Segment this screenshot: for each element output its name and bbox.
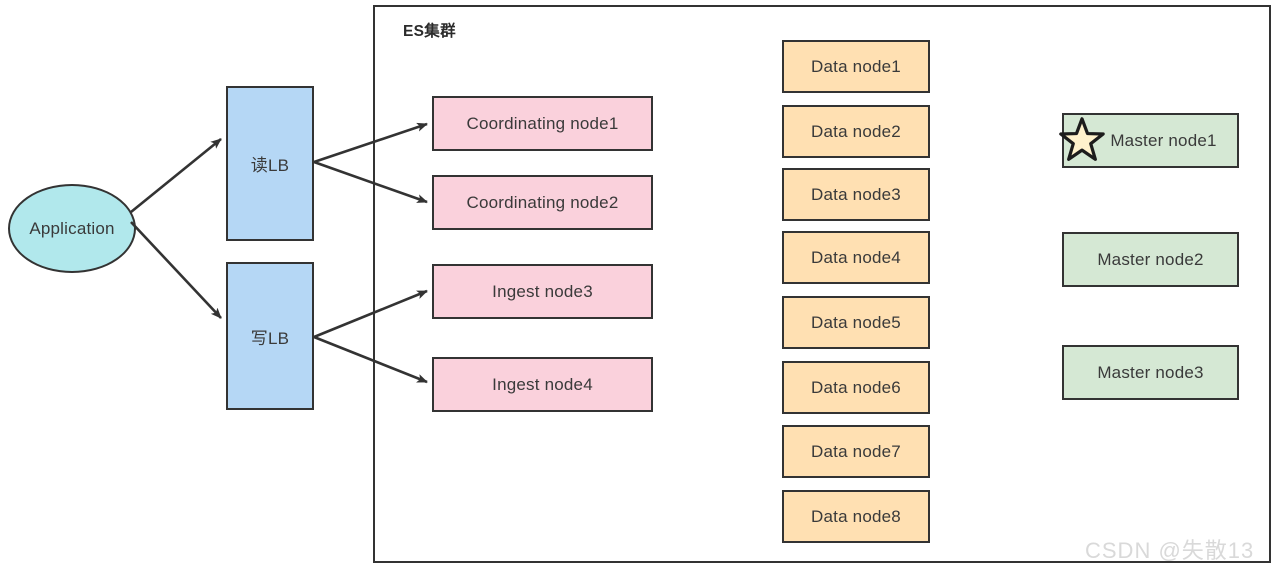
data-node-7-label: Data node7 bbox=[811, 441, 901, 461]
es-cluster-boundary bbox=[373, 5, 1271, 563]
data-node-4-label: Data node4 bbox=[811, 247, 901, 267]
data-node-5[interactable]: Data node5 bbox=[782, 296, 930, 349]
data-node-6-label: Data node6 bbox=[811, 377, 901, 397]
application-node[interactable]: Application bbox=[8, 184, 136, 273]
coordinating-node-2-label: Coordinating node2 bbox=[466, 192, 619, 212]
watermark: CSDN @失散13 bbox=[1085, 538, 1255, 563]
ingest-node-3[interactable]: Ingest node3 bbox=[432, 264, 653, 319]
coordinating-node-2[interactable]: Coordinating node2 bbox=[432, 175, 653, 230]
data-node-6[interactable]: Data node6 bbox=[782, 361, 930, 414]
data-node-4[interactable]: Data node4 bbox=[782, 231, 930, 284]
data-node-7[interactable]: Data node7 bbox=[782, 425, 930, 478]
data-node-1-label: Data node1 bbox=[811, 56, 901, 76]
master-node-2[interactable]: Master node2 bbox=[1062, 232, 1239, 287]
ingest-node-3-label: Ingest node3 bbox=[492, 281, 593, 301]
data-node-5-label: Data node5 bbox=[811, 312, 901, 332]
data-node-2[interactable]: Data node2 bbox=[782, 105, 930, 158]
read-load-balancer[interactable]: 读LB bbox=[226, 86, 314, 241]
es-cluster-title: ES集群 bbox=[403, 23, 456, 40]
data-node-1[interactable]: Data node1 bbox=[782, 40, 930, 93]
data-node-2-label: Data node2 bbox=[811, 121, 901, 141]
master-node-1-label: Master node1 bbox=[1110, 130, 1217, 150]
master-node-3[interactable]: Master node3 bbox=[1062, 345, 1239, 400]
star-icon bbox=[1059, 117, 1105, 161]
coordinating-node-1-label: Coordinating node1 bbox=[466, 113, 619, 133]
data-node-8[interactable]: Data node8 bbox=[782, 490, 930, 543]
master-node-1[interactable]: Master node1 bbox=[1062, 113, 1239, 168]
master-node-2-label: Master node2 bbox=[1097, 249, 1204, 269]
ingest-node-4-label: Ingest node4 bbox=[492, 374, 593, 394]
data-node-3[interactable]: Data node3 bbox=[782, 168, 930, 221]
master-node-3-label: Master node3 bbox=[1097, 362, 1204, 382]
application-label: Application bbox=[29, 218, 115, 238]
write-lb-label: 写LB bbox=[250, 328, 290, 348]
write-load-balancer[interactable]: 写LB bbox=[226, 262, 314, 410]
ingest-node-4[interactable]: Ingest node4 bbox=[432, 357, 653, 412]
read-lb-label: 读LB bbox=[250, 156, 290, 175]
coordinating-node-1[interactable]: Coordinating node1 bbox=[432, 96, 653, 151]
data-node-3-label: Data node3 bbox=[811, 184, 901, 204]
data-node-8-label: Data node8 bbox=[811, 506, 901, 526]
